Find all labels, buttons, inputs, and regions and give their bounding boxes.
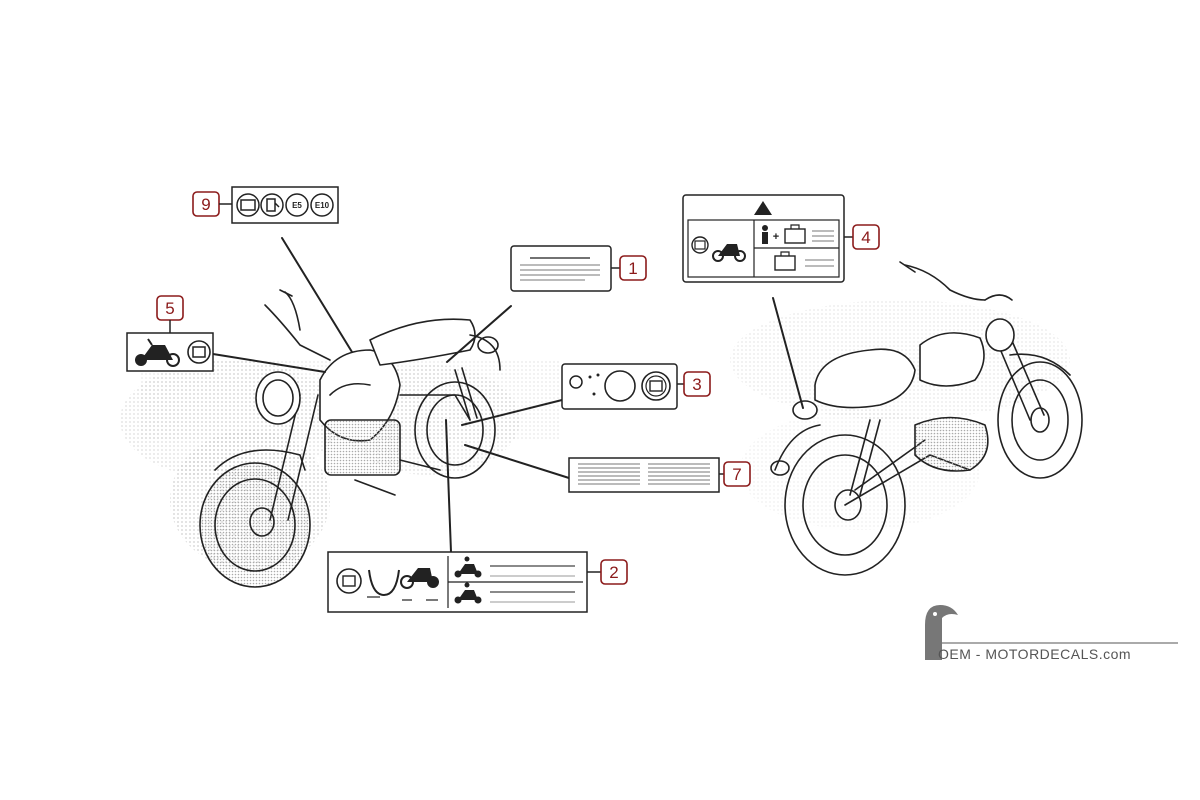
motorcycle-icon bbox=[135, 338, 180, 367]
callout-3-number: 3 bbox=[692, 375, 701, 394]
ignition-key-icon bbox=[569, 375, 583, 389]
decal-label-2 bbox=[327, 551, 588, 613]
e10-fuel-icon bbox=[310, 193, 334, 217]
e5-fuel-icon bbox=[285, 193, 309, 217]
left-motorcycle bbox=[199, 289, 501, 588]
tire-icon bbox=[368, 569, 400, 597]
decal-label-1 bbox=[510, 245, 612, 292]
warning-triangle-icon bbox=[754, 201, 772, 215]
decal-label-5 bbox=[126, 332, 214, 372]
callout-7-number: 7 bbox=[732, 465, 741, 484]
fuel-pump-icon bbox=[260, 193, 284, 217]
motorcycle-icon bbox=[712, 244, 746, 262]
e5-text: E5 bbox=[292, 201, 302, 210]
callout-3[interactable]: 3 bbox=[677, 371, 711, 397]
callout-4[interactable]: 4 bbox=[844, 224, 880, 250]
luggage-icon bbox=[784, 224, 806, 244]
leader-line-2 bbox=[445, 419, 452, 553]
callout-9-number: 9 bbox=[201, 195, 210, 214]
decal-label-9: E5 E10 bbox=[231, 186, 339, 224]
callout-9[interactable]: 9 bbox=[192, 191, 232, 217]
leader-line-7 bbox=[464, 444, 570, 479]
leader-line-9 bbox=[281, 237, 353, 353]
leader-lines bbox=[212, 237, 804, 553]
rider-motorcycle-icon-2 bbox=[454, 582, 482, 604]
watermark-brand-text: OEM - MOTORDECALS.com bbox=[938, 646, 1132, 662]
toucan-logo-icon bbox=[925, 605, 958, 660]
luggage-icon-2 bbox=[774, 251, 796, 271]
callout-2[interactable]: 2 bbox=[587, 559, 628, 585]
callout-1[interactable]: 1 bbox=[611, 255, 647, 281]
plus-sign: + bbox=[773, 231, 779, 243]
e10-text: E10 bbox=[315, 201, 330, 210]
leader-line-4 bbox=[772, 297, 804, 409]
manual-icon bbox=[336, 568, 362, 594]
decal-label-4: + bbox=[682, 194, 845, 283]
leader-line-1 bbox=[446, 305, 512, 363]
callout-5-number: 5 bbox=[165, 299, 174, 318]
callout-5[interactable]: 5 bbox=[156, 295, 184, 333]
manual-icon bbox=[187, 340, 211, 364]
decal-label-7 bbox=[568, 457, 720, 493]
callout-4-number: 4 bbox=[861, 228, 870, 247]
leader-line-3 bbox=[461, 399, 563, 426]
gauge-icon bbox=[604, 370, 636, 402]
callout-1-number: 1 bbox=[628, 259, 637, 278]
callout-2-number: 2 bbox=[609, 563, 618, 582]
right-motorcycle bbox=[770, 261, 1083, 576]
rider-icon bbox=[762, 225, 768, 244]
rider-motorcycle-icon-1 bbox=[454, 556, 482, 578]
leader-line-5 bbox=[212, 353, 326, 373]
decal-label-3 bbox=[561, 363, 678, 410]
motorcycle-icon bbox=[400, 568, 439, 589]
callout-7[interactable]: 7 bbox=[719, 461, 751, 487]
